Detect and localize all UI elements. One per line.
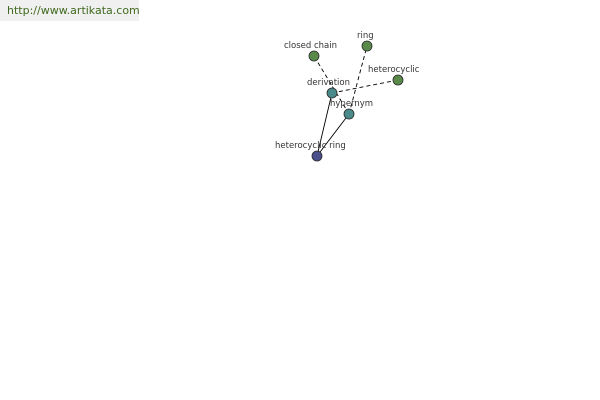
node-label-ring[interactable]: ring [357,31,374,41]
edge-hypernym-to-closed-chain [313,55,350,115]
node-label-hypernym[interactable]: hypernym [330,99,373,109]
edge-heterocyclic-ring-to-hypernym [316,113,350,157]
node-closed-chain[interactable] [308,50,320,62]
edge-derivation-to-heterocyclic [331,79,399,94]
node-hypernym[interactable] [343,108,355,120]
edge-hypernym-to-ring [348,45,368,115]
edge-heterocyclic-ring-to-derivation [316,92,333,157]
graph-labels: heterocyclic ring derivation hypernym close… [275,31,420,151]
graph-nodes [308,40,404,162]
node-label-closed-chain[interactable]: closed chain [284,41,337,51]
graph-edges [313,45,399,157]
node-ring[interactable] [361,40,373,52]
node-derivation[interactable] [326,87,338,99]
node-heterocyclic-ring[interactable] [311,150,323,162]
node-label-heterocyclic-ring[interactable]: heterocyclic ring [275,141,346,151]
site-url-link[interactable]: http://www.artikata.com [0,0,140,21]
node-label-heterocyclic[interactable]: heterocyclic [368,65,420,75]
node-label-derivation[interactable]: derivation [307,78,350,88]
node-heterocyclic[interactable] [392,74,404,86]
